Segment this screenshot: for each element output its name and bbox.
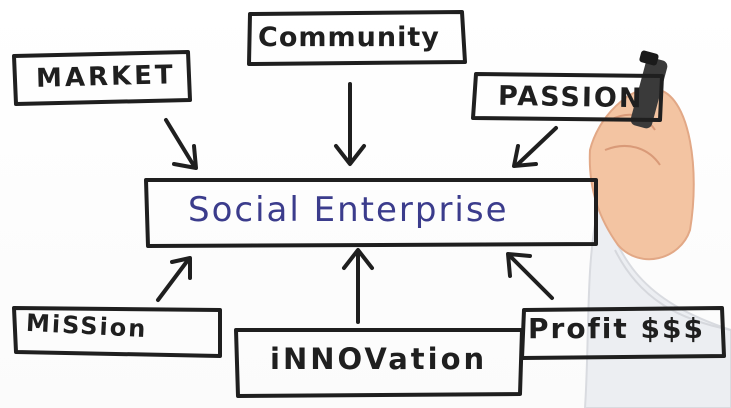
passion-box: [471, 72, 664, 122]
arrow-profit: [508, 254, 554, 300]
center-label: Social Enterprise: [188, 190, 509, 230]
center-box: [144, 178, 598, 248]
innovation-box: [234, 328, 524, 398]
community-label: Community: [258, 22, 440, 53]
profit-label: Profit $$$: [528, 312, 705, 345]
arrow-passion: [516, 126, 558, 166]
arrow-market: [164, 118, 196, 168]
innovation-label: iNNOVation: [270, 342, 488, 376]
profit-box: [520, 306, 726, 360]
market-box: [12, 50, 192, 106]
arrow-mission: [156, 258, 190, 302]
passion-label: PASSION: [497, 80, 644, 115]
community-box: [247, 10, 467, 66]
market-label: MARKET: [35, 60, 177, 94]
mission-box: [12, 306, 222, 358]
